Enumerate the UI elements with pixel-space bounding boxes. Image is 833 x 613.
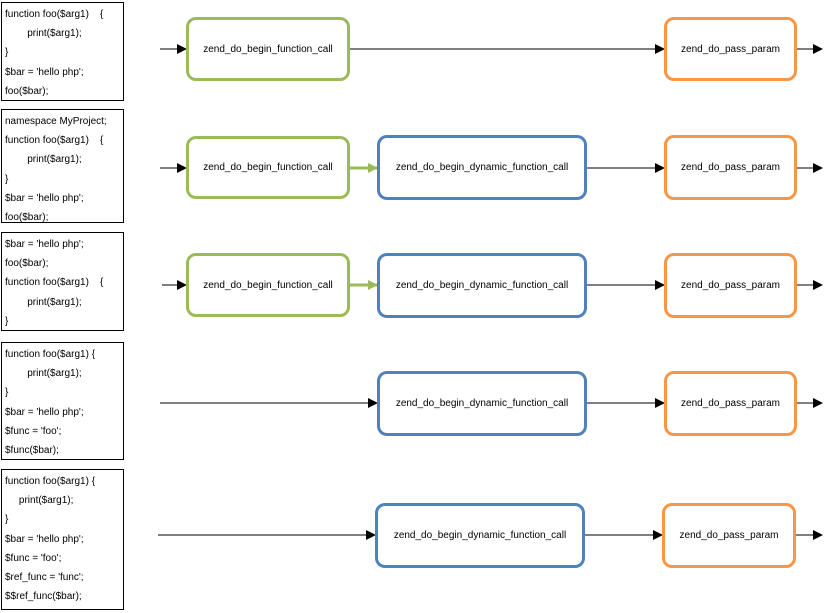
code-line: foo($bar); — [5, 85, 49, 97]
node-begin-function-call: zend_do_begin_function_call — [186, 17, 350, 81]
node-pass-param: zend_do_pass_param — [664, 135, 797, 200]
code-line: $func = 'foo'; — [5, 425, 62, 437]
code-line: } — [5, 47, 9, 59]
code-line: $$ref_func($bar); — [5, 591, 82, 603]
code-line: print($arg1); — [5, 495, 74, 507]
code-box-4: function foo($arg1) { print($arg1); } $b… — [1, 342, 124, 460]
code-line: foo($bar); — [5, 258, 49, 270]
node-pass-param: zend_do_pass_param — [664, 17, 797, 81]
node-begin-function-call: zend_do_begin_function_call — [186, 136, 350, 199]
code-line: } — [5, 315, 9, 327]
code-line: } — [5, 514, 9, 526]
node-pass-param: zend_do_pass_param — [664, 371, 797, 436]
node-begin-dynamic-function-call: zend_do_begin_dynamic_function_call — [377, 135, 587, 200]
node-begin-dynamic-function-call: zend_do_begin_dynamic_function_call — [377, 371, 587, 436]
node-begin-function-call: zend_do_begin_function_call — [186, 253, 350, 317]
code-line: } — [5, 387, 9, 399]
code-line: print($arg1); — [5, 154, 82, 166]
code-line: function foo($arg1) { — [5, 349, 96, 360]
node-begin-dynamic-function-call: zend_do_begin_dynamic_function_call — [375, 503, 585, 568]
code-line: $bar = 'hello php'; — [5, 66, 84, 78]
code-line: $bar = 'hello php'; — [5, 533, 84, 545]
code-line: function foo($arg1) { — [5, 135, 104, 147]
code-line: print($arg1); — [5, 28, 82, 40]
code-line: $func = 'foo'; — [5, 552, 62, 564]
code-line: $bar = 'hello php'; — [5, 406, 84, 418]
code-line: foo($bar); — [5, 211, 49, 223]
node-pass-param: zend_do_pass_param — [662, 503, 796, 568]
code-line: $ref_func = 'func'; — [5, 571, 84, 583]
code-line: $func($bar); — [5, 444, 59, 456]
code-line: print($arg1); — [5, 368, 82, 380]
code-box-5: function foo($arg1) { print($arg1); } $b… — [1, 469, 124, 610]
code-line: $bar = 'hello php'; — [5, 192, 84, 204]
code-line: print($arg1); — [5, 296, 82, 308]
code-box-2: namespace MyProject; function foo($arg1)… — [1, 109, 124, 223]
code-box-1: function foo($arg1) { print($arg1); } $b… — [1, 2, 124, 101]
node-pass-param: zend_do_pass_param — [664, 253, 797, 318]
code-line: namespace MyProject; — [5, 116, 107, 127]
code-line: function foo($arg1) { — [5, 277, 104, 289]
code-line: } — [5, 173, 9, 185]
code-line: $bar = 'hello php'; — [5, 239, 84, 250]
code-line: function foo($arg1) { — [5, 476, 96, 487]
code-line: function foo($arg1) { — [5, 9, 104, 20]
code-box-3: $bar = 'hello php'; foo($bar); function … — [1, 232, 124, 331]
node-begin-dynamic-function-call: zend_do_begin_dynamic_function_call — [377, 253, 587, 318]
